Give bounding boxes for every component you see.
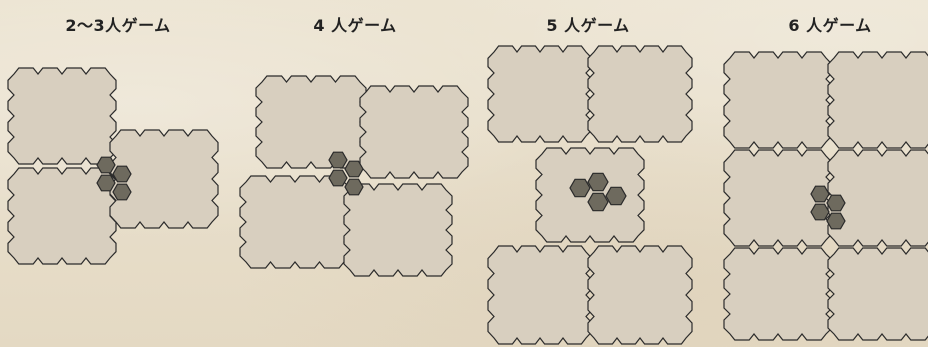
board-tile-bottom-left (488, 246, 592, 344)
center-hex (329, 170, 347, 186)
layout-5-players (488, 46, 692, 344)
center-hex (97, 175, 115, 191)
center-hex (588, 173, 608, 190)
board-tile-bottom-left (240, 176, 350, 268)
board-tile-top-left (256, 76, 366, 168)
center-hex (329, 152, 347, 168)
board-tile-top (8, 68, 116, 164)
board-tile-top-right (828, 52, 928, 148)
board-tile-middle-right (828, 150, 928, 246)
board-tile-top-left (488, 46, 592, 142)
center-hex (113, 166, 131, 182)
center-hex (588, 193, 608, 210)
board-tile-center (536, 148, 644, 242)
center-hex (811, 204, 829, 220)
center-hex (827, 213, 845, 229)
layout-2-3-players (8, 68, 218, 264)
center-hex (345, 161, 363, 177)
board-tile-bottom-right (588, 246, 692, 344)
center-hex (811, 186, 829, 202)
center-hex (827, 195, 845, 211)
layout-4-players (240, 76, 468, 276)
center-hex (606, 187, 626, 204)
board-tile-bottom-right (828, 248, 928, 340)
center-hex (345, 179, 363, 195)
board-tile-bottom-right (344, 184, 452, 276)
center-hex (113, 184, 131, 200)
center-hex (570, 179, 590, 196)
board-tile-top-right (360, 86, 468, 178)
board-tile-top-right (588, 46, 692, 142)
board-tile-top-left (724, 52, 832, 148)
board-tile-bottom-left (724, 248, 832, 340)
center-hex (97, 157, 115, 173)
layout-6-players (724, 52, 928, 340)
